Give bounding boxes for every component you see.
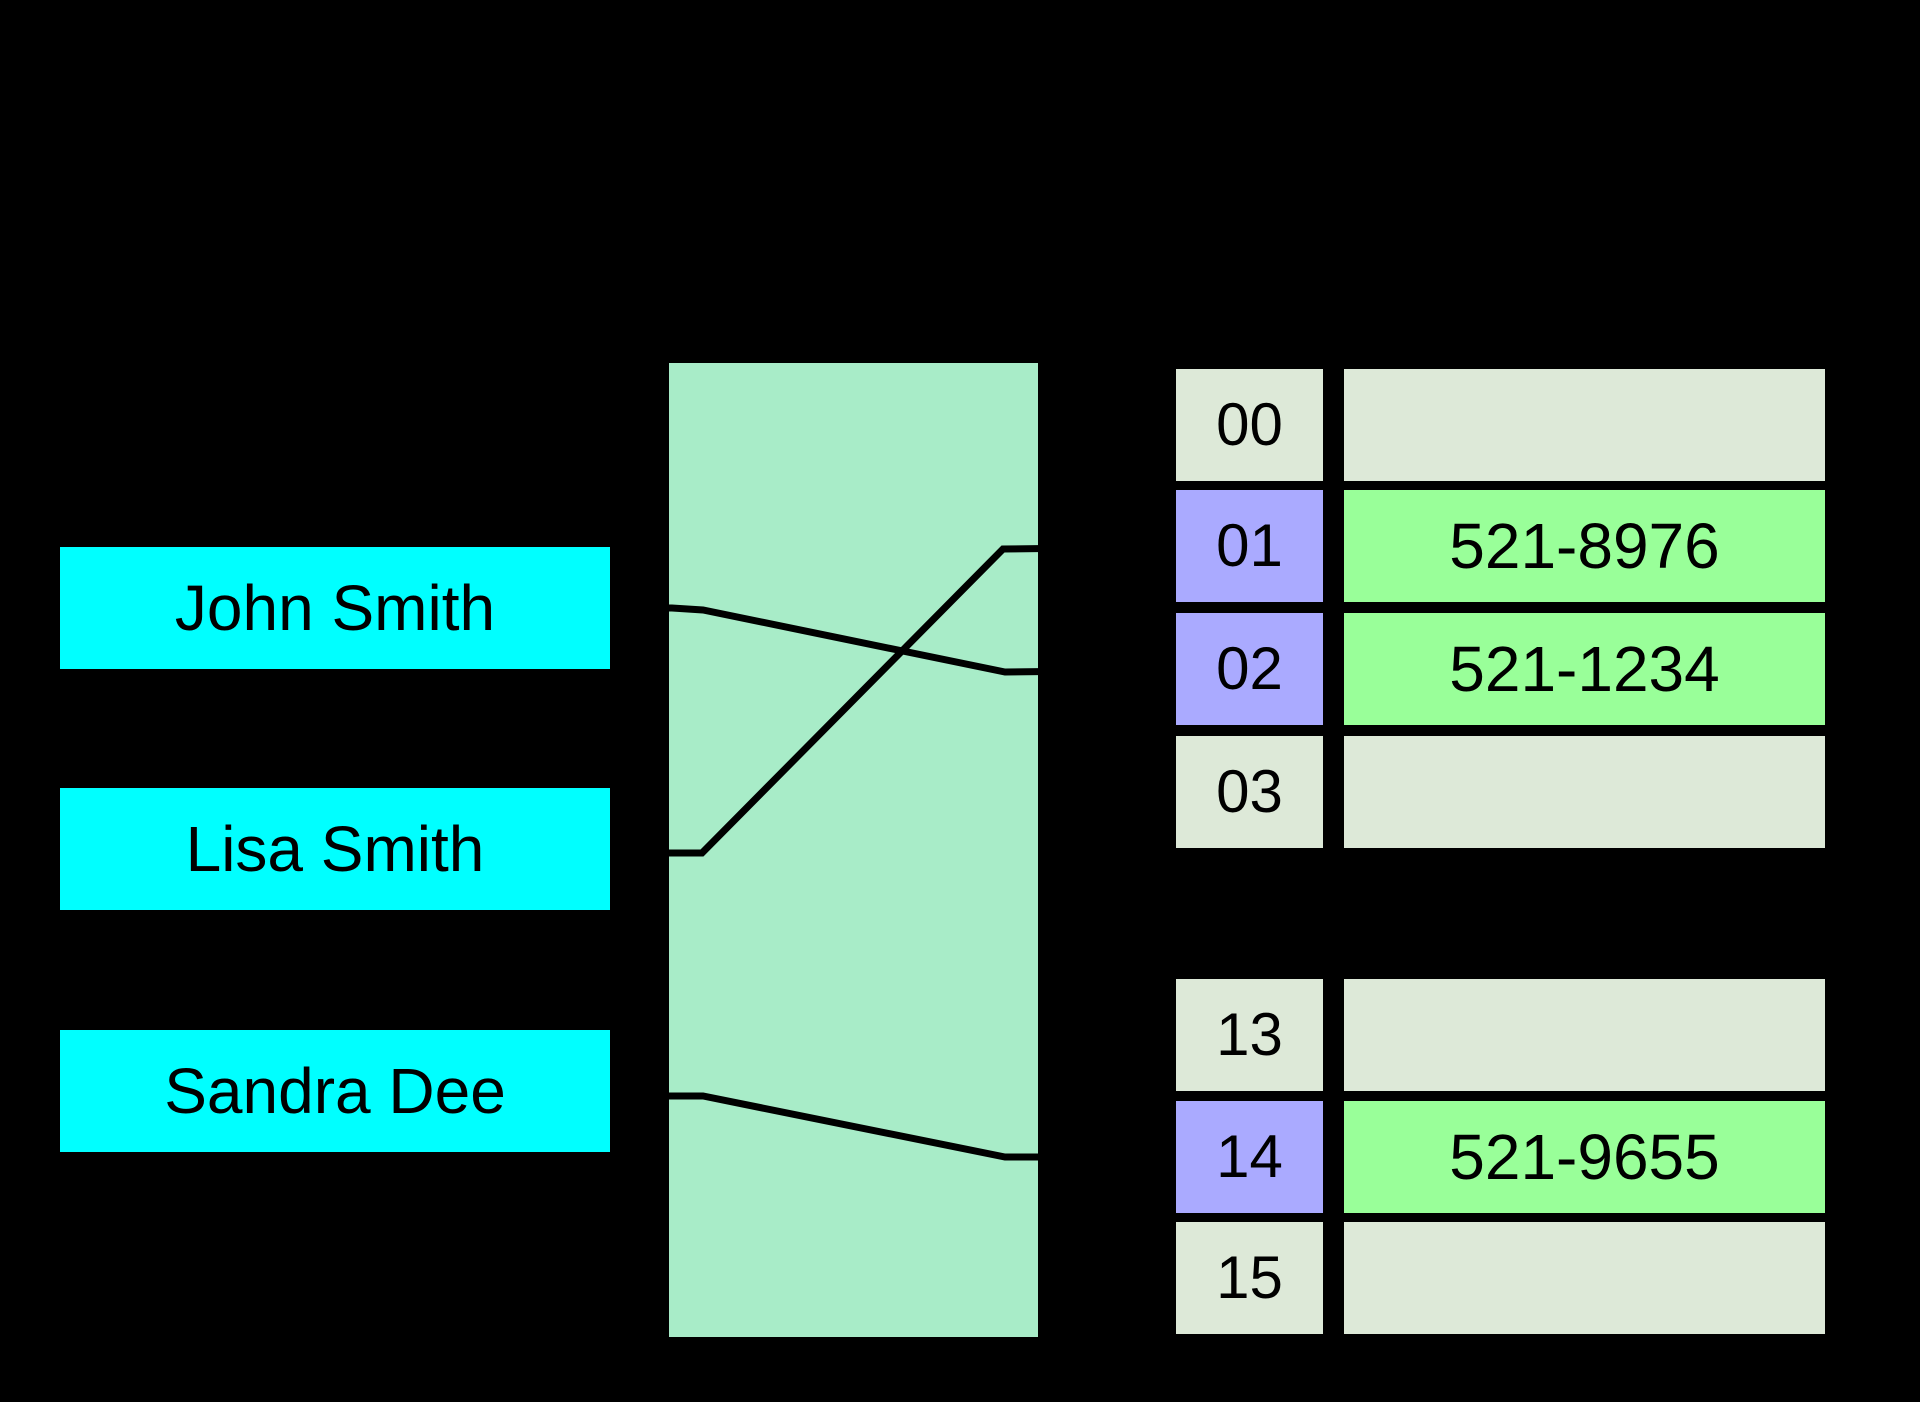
bucket-value-cell-15: [1344, 1222, 1825, 1334]
bucket-value-cell-13: [1344, 979, 1825, 1091]
hash-function-box: [669, 363, 1038, 1337]
bucket-value-cell-03: [1344, 736, 1825, 848]
connector-john-smith-to-02: [610, 604, 1171, 676]
key-box-lisa-smith: Lisa Smith: [60, 788, 610, 910]
bucket-value-cell-00: [1344, 369, 1825, 481]
bucket-value-cell-02: 521-1234: [1344, 613, 1825, 725]
connector-lisa-smith-to-01: [609, 543, 1171, 857]
bucket-index-cell-15: 15: [1176, 1222, 1323, 1334]
bucket-value-cell-14: 521-9655: [1344, 1101, 1825, 1213]
bucket-index-cell-00: 00: [1176, 369, 1323, 481]
bucket-index-cell-13: 13: [1176, 979, 1323, 1091]
bucket-index-cell-14: 14: [1176, 1101, 1323, 1213]
bucket-value-cell-01: 521-8976: [1344, 490, 1825, 602]
key-box-john-smith: John Smith: [60, 547, 610, 669]
bucket-index-cell-03: 03: [1176, 736, 1323, 848]
bucket-index-cell-02: 02: [1176, 613, 1323, 725]
bucket-index-cell-01: 01: [1176, 490, 1323, 602]
key-box-sandra-dee: Sandra Dee: [60, 1030, 610, 1152]
connector-sandra-dee-to-14: [609, 1087, 1170, 1161]
